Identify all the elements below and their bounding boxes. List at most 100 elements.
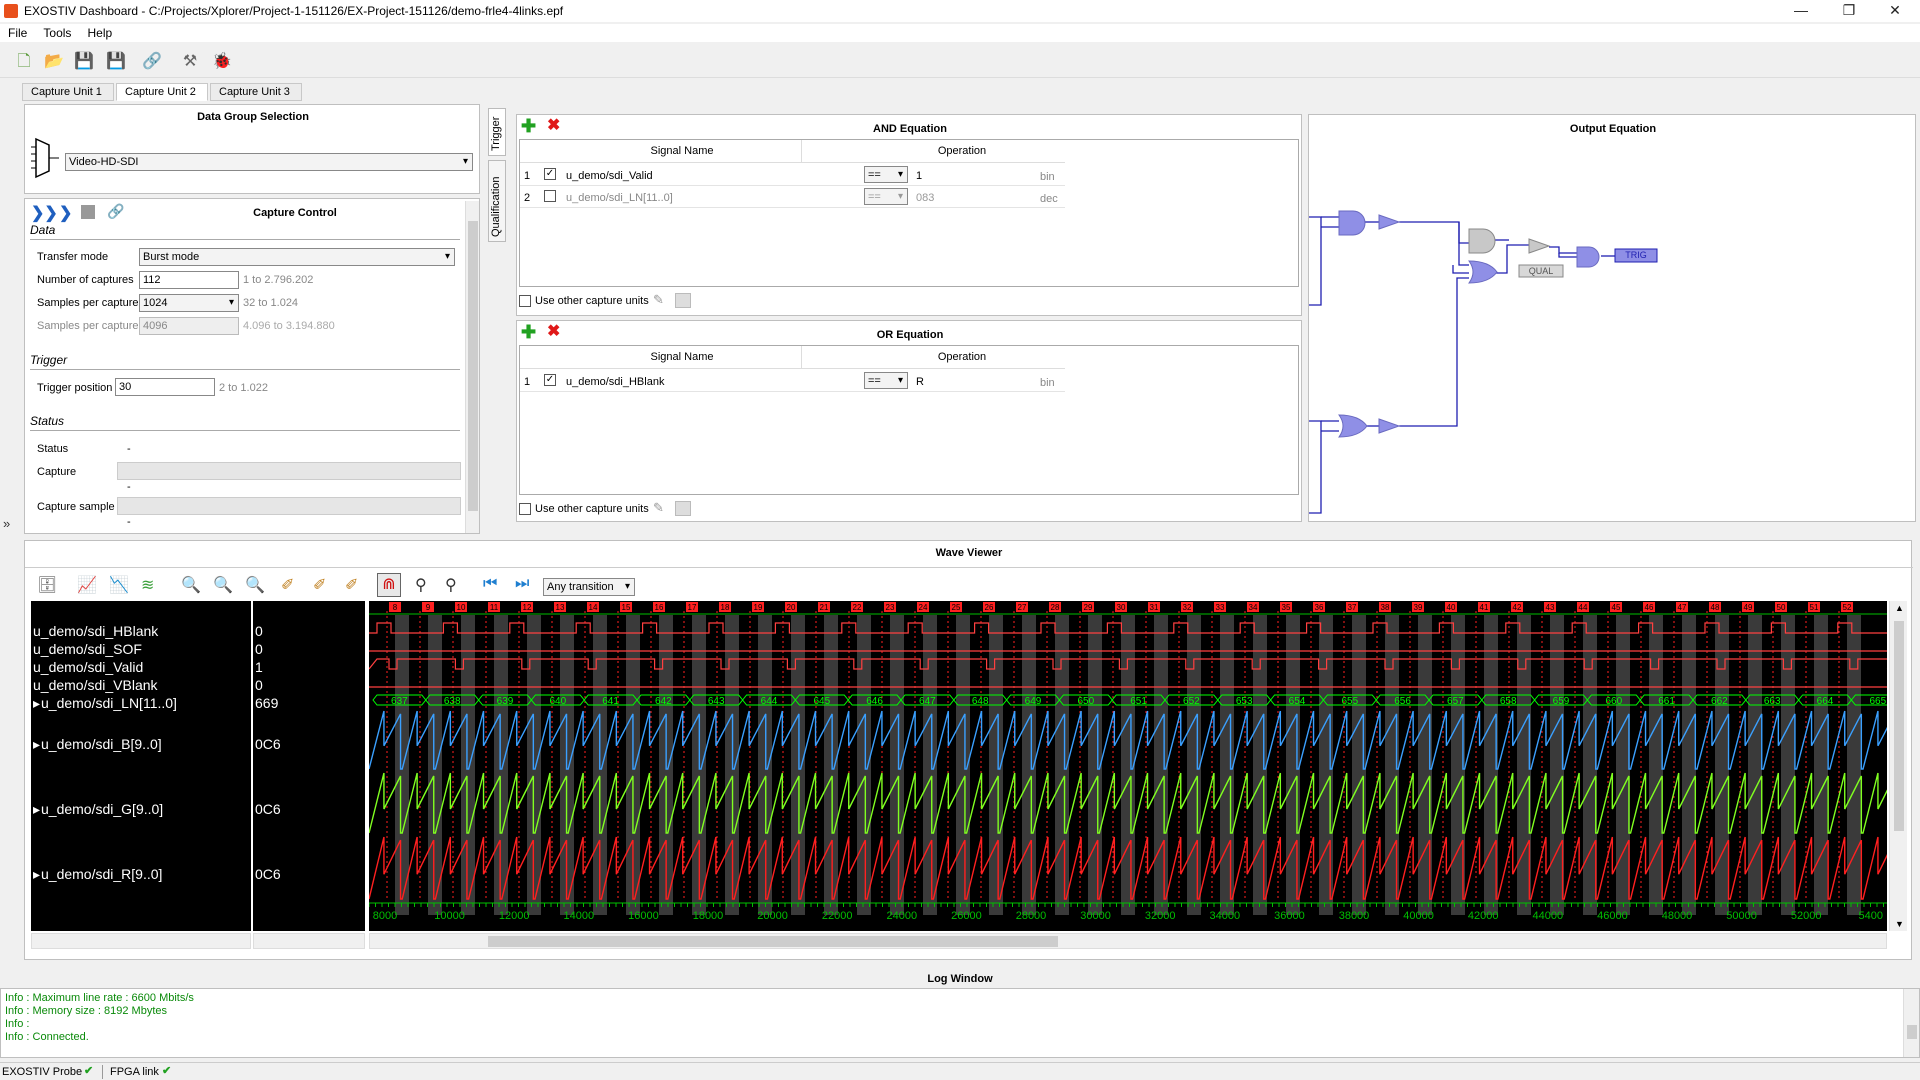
close-button[interactable]: ✕ [1889,2,1901,18]
snap-magnet-icon[interactable]: ⋒ [377,573,401,597]
use-other-units-checkbox[interactable] [519,295,531,307]
add-icon[interactable]: ✚ [521,322,537,342]
marker-add-icon[interactable]: ✐ [281,577,295,594]
add-icon[interactable]: ✚ [521,116,537,136]
save-icon[interactable]: 💾 [74,53,94,70]
signal-label[interactable]: u_demo/sdi_VBlank [33,677,158,693]
marker-remove-icon[interactable]: ✐ [313,577,327,594]
operator-select[interactable]: == [864,372,908,389]
stop-icon[interactable] [81,205,95,219]
operand-value[interactable]: 083 [916,192,935,204]
marker-clear-icon[interactable]: ✐ [345,577,359,594]
num-captures-input[interactable]: 112 [139,271,239,289]
signal-label[interactable]: u_demo/sdi_B[9..0] [41,736,162,752]
chart-icon[interactable]: 📈 [77,577,97,594]
tab-capture-unit-3[interactable]: Capture Unit 3 [210,83,302,101]
marker-label: 15 [622,603,631,612]
log-scrollbar[interactable] [1903,989,1919,1057]
samples-per-capture-2-input: 4096 [139,317,239,335]
transfer-mode-select[interactable]: Burst mode [139,248,455,266]
tab-capture-unit-2[interactable]: Capture Unit 2 [116,83,208,101]
scrollbar-thumb[interactable] [488,936,1058,947]
marker-band [1451,615,1465,915]
link-icon[interactable]: 🔗 [107,203,125,219]
operand-value[interactable]: R [916,376,924,388]
wave-vertical-scrollbar[interactable]: ▲ ▼ [1889,601,1907,931]
row-enable-checkbox[interactable]: ✓ [544,168,556,180]
bus-value: 638 [444,696,461,707]
link-icon[interactable]: 🔗 [142,53,162,70]
pencil-icon[interactable]: ✎ [653,292,664,307]
clear-icon[interactable] [675,293,691,308]
scroll-up-icon[interactable]: ▲ [1895,603,1904,613]
trigger-position-input[interactable]: 30 [115,378,215,396]
data-group-select[interactable]: Video-HD-SDI [65,153,473,171]
signal-label[interactable]: u_demo/sdi_HBlank [33,623,159,639]
values-h-scrollbar[interactable] [253,933,365,949]
row-enable-checkbox[interactable]: ✓ [544,374,556,386]
debug-bug-icon[interactable]: 🐞 [212,53,232,70]
scrollbar-thumb[interactable] [1894,621,1904,831]
tab-trigger[interactable]: Trigger [488,108,506,156]
tab-capture-unit-1[interactable]: Capture Unit 1 [22,83,114,101]
marker-band [956,615,970,915]
database-icon[interactable]: 🗄 [37,577,58,594]
delete-icon[interactable]: ✖ [547,323,561,340]
delete-icon[interactable]: ✖ [547,117,561,134]
radix-label: bin [1040,377,1055,389]
zoom-icon[interactable]: 🔍 [181,577,201,594]
zoom-in-icon[interactable]: 🔍 [213,577,233,594]
maximize-button[interactable]: ❐ [1842,2,1856,18]
menu-file[interactable]: File [8,26,28,40]
signal-label[interactable]: u_demo/sdi_Valid [33,659,144,675]
goto-end-icon[interactable]: ⏭ [515,575,530,592]
tools-icon[interactable]: ⚒ [182,53,198,70]
time-label: 36000 [1274,910,1305,922]
transition-select[interactable]: Any transition [543,578,635,596]
signal-label[interactable]: u_demo/sdi_SOF [33,641,142,657]
row-enable-checkbox[interactable] [544,190,556,202]
menu-tools[interactable]: Tools [43,26,72,40]
capture-control-scrollbar[interactable] [465,201,479,533]
marker-label: 14 [589,603,598,612]
goto-start-icon[interactable]: ⏮ [483,575,498,592]
wave-h-scrollbar[interactable] [369,933,1887,949]
names-h-scrollbar[interactable] [31,933,251,949]
samples-per-capture-select[interactable]: 1024 [139,294,239,312]
scrollbar-thumb[interactable] [468,221,478,511]
bus-value: 662 [1711,696,1728,707]
find-prev-icon[interactable]: ⚲ [415,577,427,594]
marker-band [989,615,1003,915]
run-once-icon[interactable]: ❯ [59,205,73,222]
new-project-icon[interactable]: 🗋 [17,53,31,70]
operator-select[interactable]: == [864,166,908,183]
expand-arrow-icon[interactable]: ▸ [33,695,41,711]
minimize-button[interactable]: — [1794,2,1808,18]
waves-icon[interactable]: ≋ [141,577,155,594]
chart-add-icon[interactable]: 📉 [109,577,129,594]
run-continuous-icon[interactable]: ❯❯ [31,205,58,222]
signal-label[interactable]: u_demo/sdi_G[9..0] [41,801,164,817]
expand-arrow-icon[interactable]: ▸ [33,736,41,752]
scroll-down-icon[interactable]: ▼ [1895,919,1904,929]
open-folder-icon[interactable]: 📂 [44,53,64,70]
menu-help[interactable]: Help [87,26,113,40]
use-other-units-checkbox[interactable] [519,503,531,515]
tab-qualification[interactable]: Qualification [488,160,506,242]
marker-band [1748,615,1762,915]
signal-label[interactable]: u_demo/sdi_LN[11..0] [41,695,177,711]
clear-icon[interactable] [675,501,691,516]
expand-left-icon[interactable]: » [3,516,11,531]
operator-select[interactable]: == [864,188,908,205]
expand-arrow-icon[interactable]: ▸ [33,866,41,882]
status-value: - [127,443,131,455]
pencil-icon[interactable]: ✎ [653,500,664,515]
zoom-out-icon[interactable]: 🔍 [245,577,265,594]
scrollbar-thumb[interactable] [1907,1025,1917,1039]
operand-value[interactable]: 1 [916,170,923,182]
expand-arrow-icon[interactable]: ▸ [33,801,41,817]
save-as-icon[interactable]: 💾 [106,53,126,70]
find-next-icon[interactable]: ⚲ [445,577,457,594]
signal-label[interactable]: u_demo/sdi_R[9..0] [41,866,163,882]
